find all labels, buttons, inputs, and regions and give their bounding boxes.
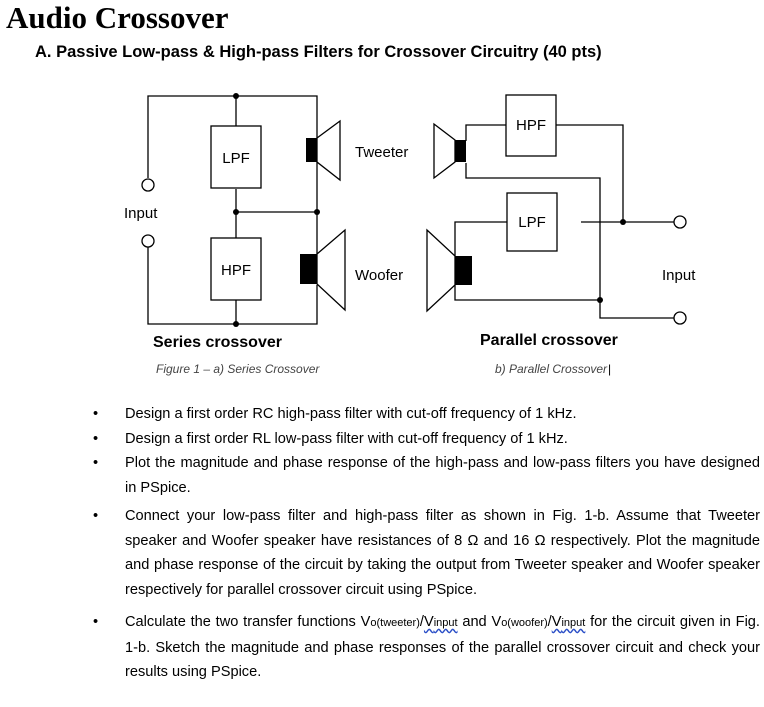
figure-caption-a: Figure 1 – a) Series Crossover [156,362,320,376]
parallel-lpf-block: LPF [506,192,558,252]
list-item: • Connect your low-pass filter and high-p… [0,504,764,602]
series-input-terminal-top [141,178,155,192]
figure-caption-b: b) Parallel Crossover| [495,362,612,376]
crossover-figure: LPF HPF Input Tweeter Woofer Series cros… [124,93,696,351]
task-list: • Design a first order RC high-pass filte… [0,402,764,685]
parallel-hpf-block: HPF [505,94,557,157]
series-crossover-title: Series crossover [153,334,282,351]
parallel-input-terminal-top [673,215,687,229]
list-item: • Plot the magnitude and phase response o… [0,451,764,500]
bullet-marker: • [93,614,99,630]
tweeter-label: Tweeter [355,144,408,161]
list-item-text: Connect your low-pass filter and high-pa… [125,508,760,598]
parallel-input-label: Input [662,267,696,284]
list-item-text: Design a first order RL low-pass filter … [125,430,568,447]
parallel-crossover-title: Parallel crossover [480,332,618,349]
document-title: Audio Crossover [6,0,229,35]
parallel-lpf-label: LPF [518,214,546,231]
spellcheck-word: Vinput [551,614,586,630]
bullet-marker: • [93,508,99,524]
series-hpf-block: HPF [210,237,262,301]
parallel-crossover-diagram: HPF LPF Input Parallel crossover [426,94,696,349]
parallel-tweeter-speaker-icon [433,122,466,180]
list-item: • Design a first order RC high-pass filte… [0,402,764,427]
list-item: • Calculate the two transfer functions Vo… [0,610,764,685]
series-lpf-block: LPF [210,125,262,189]
parallel-input-terminal-bottom [673,311,687,325]
series-hpf-label: HPF [221,262,251,279]
list-item-text: Calculate the two transfer functions Vo(… [125,614,760,680]
bullet-marker: • [93,406,99,422]
tweeter-speaker-icon [306,119,341,182]
woofer-speaker-icon [300,228,346,312]
spellcheck-word: Vinput [423,614,458,630]
series-input-label: Input [124,205,158,222]
parallel-hpf-label: HPF [516,117,546,134]
bullet-marker: • [93,430,99,447]
list-item-text: Plot the magnitude and phase response of… [125,455,760,496]
section-heading: A. Passive Low-pass & High-pass Filters … [35,43,602,61]
bullet-marker: • [93,455,99,471]
series-input-terminal-bottom [141,234,155,248]
list-item-text: Design a first order RC high-pass filter… [125,406,577,422]
woofer-label: Woofer [355,267,403,284]
list-item: • Design a first order RL low-pass filter… [0,427,764,452]
series-crossover-diagram: LPF HPF Input Tweeter Woofer Series cros… [124,93,408,351]
series-lpf-label: LPF [222,150,250,167]
text-cursor: | [608,362,612,376]
parallel-woofer-speaker-icon [426,228,472,313]
